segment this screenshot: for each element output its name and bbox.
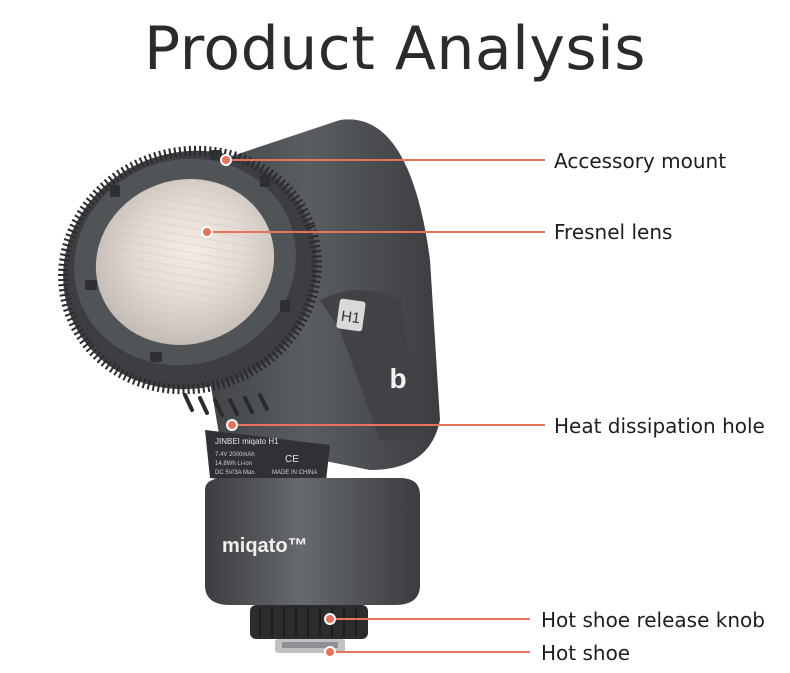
model-tag-text: H1 [340,308,361,328]
callout-label-hot-shoe: Hot shoe [541,641,631,665]
callout-label-accessory-mount: Accessory mount [554,149,727,173]
miqato-logo: miqato™ [222,535,308,557]
spec-line-1: JINBEI miqato H1 [215,437,279,446]
callout-label-fresnel-lens: Fresnel lens [554,220,673,244]
callout-dot-accessory-mount [220,154,232,166]
callout-label-heat-dissipation: Heat dissipation hole [554,414,765,438]
spec-made-in: MADE IN CHINA [272,470,317,476]
flash-base: miqato™ [205,478,420,605]
callout-dot-heat-dissipation [226,419,238,431]
spec-line-2: 7.4V 2000mAh [215,452,255,458]
spec-label: JINBEI miqato H1 7.4V 2000mAh 14.8Wh Li-… [205,430,330,490]
ce-mark: CE [285,454,299,465]
heat-dissipation-vents [183,393,269,417]
callout-dots [201,154,336,658]
model-tag-badge [336,298,366,332]
brand-badge-icon: b [389,363,406,394]
fresnel-lens [95,179,275,345]
callout-dot-fresnel-lens [201,226,213,238]
spec-line-3: 14.8Wh Li-ion [215,461,252,467]
callout-dot-release-knob [324,613,336,625]
callout-dot-hot-shoe [324,646,336,658]
hot-shoe-release-knob [250,605,368,639]
callout-lines [207,159,545,653]
page-title: Product Analysis [143,14,647,84]
spec-line-4: DC 5V/3A Max. [215,470,256,476]
callout-label-release-knob: Hot shoe release knob [541,608,765,632]
